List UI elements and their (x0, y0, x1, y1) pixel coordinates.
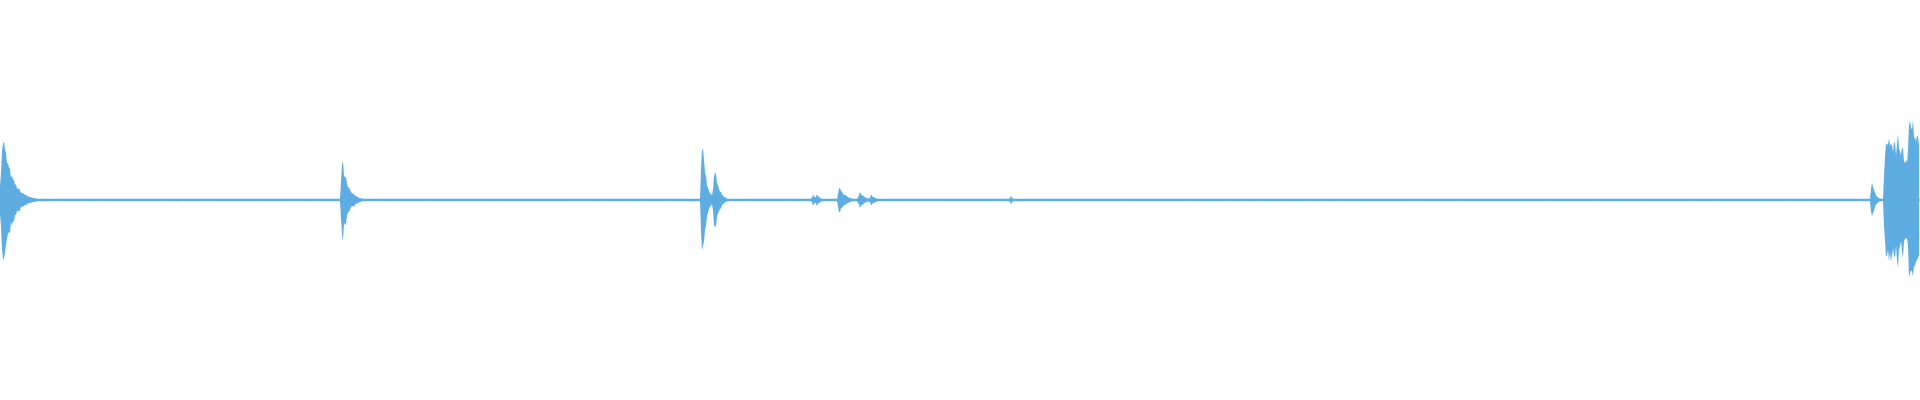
audio-waveform[interactable] (0, 0, 1920, 400)
waveform-view[interactable] (0, 0, 1920, 400)
